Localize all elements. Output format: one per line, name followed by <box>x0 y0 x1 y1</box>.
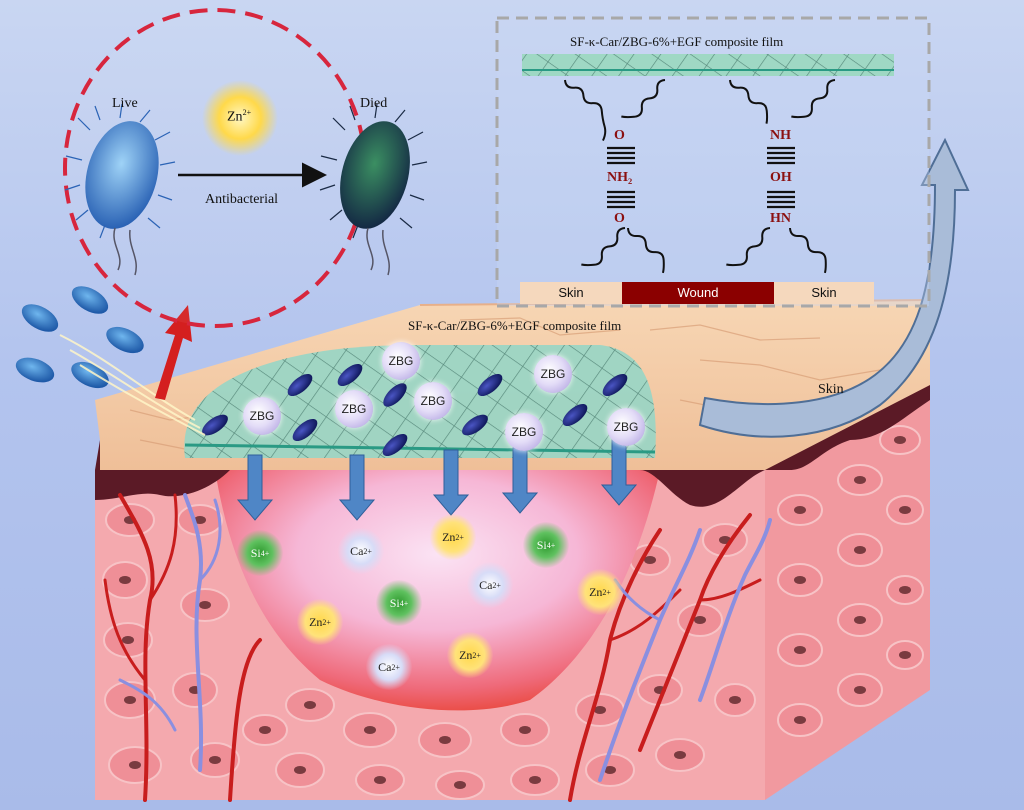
vessels-right <box>568 513 772 802</box>
release-arrows <box>236 439 638 521</box>
antibacterial-label: Antibacterial <box>205 192 279 207</box>
zbg-particle: ZBG <box>607 408 645 446</box>
bond-left-middle: NH₂ <box>607 170 633 185</box>
zbg-particle: ZBG <box>414 382 452 420</box>
hydrogen-bonds <box>607 146 795 209</box>
bond-right-bottom: HN <box>770 211 791 226</box>
strip-skin-right-bg <box>774 282 874 304</box>
dead-bacterium-icon <box>319 103 428 276</box>
bond-left-bottom: O <box>614 211 625 226</box>
live-bacterium-icon <box>64 103 176 276</box>
film-edge <box>184 443 656 454</box>
vessels-left <box>103 493 262 802</box>
strip-skin-left: Skin <box>558 285 584 300</box>
swarm-trail <box>59 334 206 436</box>
swarm-bacteria <box>15 286 144 389</box>
bond-right-middle: OH <box>770 170 792 185</box>
film-bacteria <box>202 363 628 457</box>
zbg-particle: ZBG <box>335 390 373 428</box>
zn-ion-glow <box>202 80 278 156</box>
strip-wound: Wound <box>677 285 719 300</box>
cell-nuclei <box>119 436 911 789</box>
zbg-particle: ZBG <box>505 413 543 451</box>
strip-wound-bg <box>622 282 774 304</box>
connector-arrow <box>698 137 970 438</box>
zn-ion-label: Zn2+ <box>227 108 252 125</box>
zbg-particle: ZBG <box>382 342 420 380</box>
polymer-chains <box>564 79 836 274</box>
strip-skin-right: Skin <box>811 285 837 300</box>
inset-title: SF-κ-Car/ZBG-6%+EGF composite film <box>570 34 784 49</box>
bond-right-top: NH <box>770 128 791 143</box>
live-label: Live <box>112 96 138 111</box>
died-label: Died <box>360 96 388 111</box>
bond-left-top: O <box>614 128 625 143</box>
strip-skin-left-bg <box>520 282 622 304</box>
film-label: SF-κ-Car/ZBG-6%+EGF composite film <box>408 318 622 333</box>
skin-label: Skin <box>818 382 844 397</box>
infection-arrow <box>155 305 192 400</box>
zbg-particle: ZBG <box>243 397 281 435</box>
zbg-particle: ZBG <box>534 355 572 393</box>
